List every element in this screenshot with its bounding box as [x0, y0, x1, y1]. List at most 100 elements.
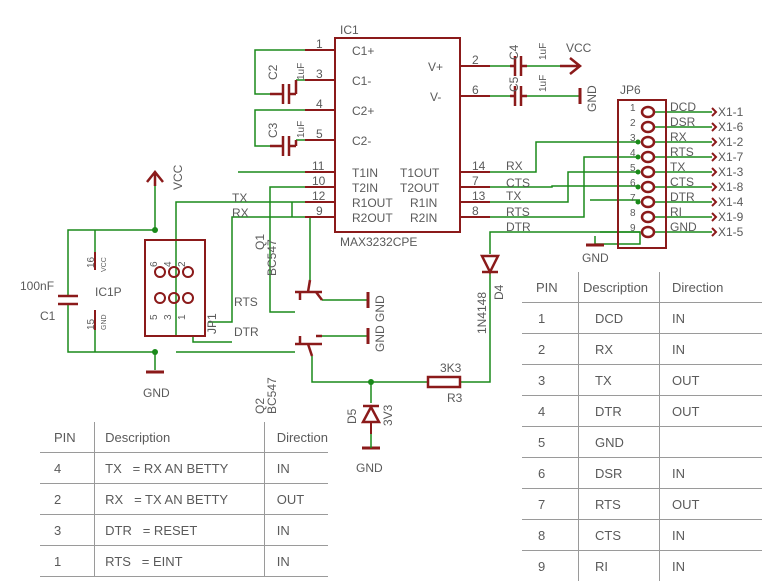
q1-transistor[interactable]: Q1 BC547	[253, 234, 322, 300]
c4-value: 1uF	[538, 43, 549, 60]
table-cell: RI	[579, 551, 660, 581]
table-cell: GND	[579, 427, 660, 458]
ic1-symbol[interactable]: IC1 MAX3232CPE 1 C1+ 3 C1- 4 C2+ 5 C2- 1…	[305, 23, 490, 249]
table-cell: TX = RX AN BETTY	[95, 453, 265, 484]
jp1-pin: 1	[177, 314, 188, 320]
x1-pin-label: X1-7	[718, 150, 744, 164]
x1-pin-label: X1-5	[718, 225, 744, 239]
gnd-label: GND	[373, 295, 387, 322]
gnd-symbol-left: GND	[143, 372, 170, 400]
jp6-pin: 5	[630, 163, 636, 174]
ic1-pin-num: 6	[472, 83, 479, 97]
ic1-pin-name: T1IN	[352, 166, 378, 180]
c2-capacitor[interactable]: C2 1uF	[266, 63, 307, 104]
ic1-pin-name: R1OUT	[352, 196, 393, 210]
d5-value: 3V3	[381, 404, 395, 426]
jp6-pin: 7	[630, 193, 636, 204]
table-cell: IN	[264, 546, 328, 577]
table-header: PIN	[522, 272, 579, 303]
table-cell: OUT	[264, 484, 328, 515]
gnd-symbol-q: GND GND	[368, 292, 387, 352]
c5-name: C5	[507, 76, 521, 92]
table-header: Direction	[264, 422, 328, 453]
vcc-symbol-top: VCC	[560, 41, 592, 74]
table-cell: 5	[522, 427, 579, 458]
gnd-symbol-d5: GND	[356, 434, 383, 475]
x1-pin-label: X1-1	[718, 105, 744, 119]
ic1p-pin-bot-name: GND	[101, 314, 108, 330]
table-cell: DTR = RESET	[95, 515, 265, 546]
jp6-pin: 6	[630, 178, 636, 189]
ic1p-power-block[interactable]: 16 VCC IC1P 15 GND	[86, 252, 122, 330]
left-pin-table: PIN Description Direction 4 TX = RX AN B…	[40, 422, 328, 577]
ic1-pin-name: R2OUT	[352, 211, 393, 225]
gnd-symbol-jp6: GND	[582, 236, 609, 265]
table-cell: IN	[660, 334, 763, 365]
table-cell: RTS = EINT	[95, 546, 265, 577]
table-cell: RX = TX AN BETTY	[95, 484, 265, 515]
table-header: PIN	[40, 422, 95, 453]
gnd-label: GND	[582, 251, 609, 265]
ic1-pin-num: 3	[316, 67, 323, 81]
table-header: Direction	[660, 272, 763, 303]
r3-resistor[interactable]: 3K3 R3	[428, 361, 463, 405]
signal-label: RTS	[670, 145, 694, 159]
jp1-pin: 3	[163, 314, 174, 320]
signal-label: RI	[670, 205, 682, 219]
ic1p-pin-top-name: VCC	[101, 257, 108, 272]
jp6-pin: 2	[630, 118, 636, 129]
table-cell: OUT	[660, 365, 763, 396]
c5-value: 1uF	[538, 75, 549, 92]
signal-label: TX	[670, 160, 685, 174]
d5-zener[interactable]: D5 3V3	[345, 404, 395, 434]
r3-name: R3	[447, 391, 463, 405]
jp6-pin: 1	[630, 103, 636, 114]
ic1-pin-name: C2+	[352, 104, 374, 118]
table-row: 1 RTS = EINT IN	[40, 546, 328, 577]
x1-pin-label: X1-6	[718, 120, 744, 134]
ic1-pin-num: 4	[316, 97, 323, 111]
signal-label: GND	[670, 220, 697, 234]
table-cell: RX	[579, 334, 660, 365]
ic1-pin-num: 2	[472, 53, 479, 67]
jp6-pin: 8	[630, 208, 636, 219]
gnd-label: GND	[373, 325, 387, 352]
jp1-pin: 4	[163, 261, 174, 267]
jp6-connector[interactable]: JP6 1 2 3 4 5 6 7 8 9	[618, 83, 666, 248]
table-cell	[660, 427, 763, 458]
jp1-header[interactable]: 6 4 2 5 3 1 JP1	[145, 240, 219, 336]
d4-name: D4	[492, 284, 506, 300]
table-cell: DTR	[579, 396, 660, 427]
table-header: Description	[579, 272, 660, 303]
c3-capacitor[interactable]: C3 1uF	[266, 121, 307, 156]
c1-capacitor[interactable]: 100nF C1	[20, 279, 78, 323]
net-label-cts: CTS	[506, 176, 530, 190]
x1-pin-label: X1-2	[718, 135, 744, 149]
jp1-name: JP1	[205, 313, 219, 334]
signal-label: CTS	[670, 175, 694, 189]
net-label-rts: RTS	[234, 295, 258, 309]
c4-capacitor[interactable]: C4 1uF	[507, 43, 549, 76]
ic1-name: IC1	[340, 23, 359, 37]
x1-connector[interactable]: X1-1 X1-6 X1-2 X1-7 X1-3 X1-8 X1-4 X1-9 …	[712, 105, 744, 239]
ic1-pin-num: 7	[472, 174, 479, 188]
d5-name: D5	[345, 408, 359, 424]
table-cell: 3	[40, 515, 95, 546]
table-cell: 7	[522, 489, 579, 520]
x1-pin-label: X1-9	[718, 210, 744, 224]
x1-pin-label: X1-3	[718, 165, 744, 179]
c4-name: C4	[507, 44, 521, 60]
net-label-rx: RX	[232, 206, 249, 220]
ic1-pin-num: 9	[316, 204, 323, 218]
ic1-pin-num: 11	[312, 159, 325, 173]
c5-capacitor[interactable]: C5 1uF	[507, 75, 549, 106]
vcc-label: VCC	[171, 164, 185, 190]
table-header-row: PIN Description Direction	[522, 272, 762, 303]
ic1-pin-name: T2IN	[352, 181, 378, 195]
table-header-row: PIN Description Direction	[40, 422, 328, 453]
